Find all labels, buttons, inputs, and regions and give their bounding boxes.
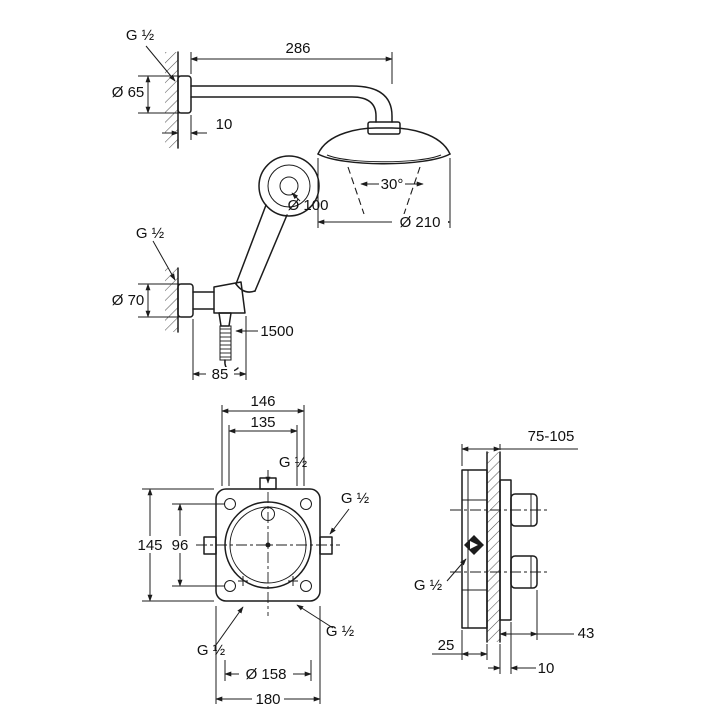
label-flange-depth-10: 10 [216,116,233,133]
dial-center [265,542,271,548]
label-reach-286: 286 [285,40,310,57]
hand-shower-view [165,155,320,372]
port-right [319,536,333,555]
label-bracket-dia-70: Ø 70 [112,292,145,309]
bracket-flange [177,283,194,318]
label-g12-side: G ½ [414,577,443,594]
hand-shower-face-outer [258,155,320,217]
head-shower-view [165,51,451,215]
hose-nut [218,312,232,327]
bottom-port-mark [288,576,298,586]
label-width-146: 146 [250,393,275,410]
label-width-135: 135 [250,414,275,431]
trim-plate [499,479,512,621]
label-depth-75-105: 75-105 [528,428,575,445]
valve-body [461,469,488,629]
label-offset-85: 85 [212,366,229,383]
port-left [203,536,217,555]
hand-shower-face-mid [267,164,311,208]
shower-arm-inner [190,96,377,123]
spray-line-left [347,166,365,215]
label-flange-dia-65: Ø 65 [112,84,145,101]
label-hose-1500: 1500 [260,323,293,340]
label-height-145: 145 [137,537,162,554]
spray-line-right [403,166,421,215]
label-height-96: 96 [172,537,189,554]
label-g12-bracket: G ½ [136,225,165,242]
dimension-labels: G ½ 286 Ø 65 10 30° Ø 100 Ø 210 G ½ Ø 70… [112,27,595,708]
label-head-dia-210: Ø 210 [400,214,441,231]
mixer-side-dimensions [432,444,578,674]
arm-flange [177,75,192,114]
label-g12-front-br: G ½ [326,623,355,640]
wall-hatch-top [165,52,178,148]
bracket-holder [213,281,246,314]
shower-arm-outer [190,85,393,123]
label-g12-arm: G ½ [126,27,155,44]
label-body-25: 25 [438,637,455,654]
corner-screw [300,498,312,510]
label-width-180: 180 [255,691,280,708]
hand-shower-handle-left [235,204,267,285]
corner-screw [224,580,236,592]
wall-hatch-side [487,452,500,642]
label-hand-dia-100: Ø 100 [288,197,329,214]
hand-shower-handle-right [254,214,288,292]
mixer-front-dimensions [142,405,350,704]
mixer-front-view [196,477,340,616]
label-spray-angle-30: 30° [381,176,404,193]
wall-hatch-bracket [165,268,178,332]
flow-arrow-icon [470,541,478,549]
label-g12-front-top: G ½ [279,454,308,471]
hand-shower-dimensions [138,192,301,380]
label-g12-front-bl: G ½ [197,642,226,659]
corner-screw [224,498,236,510]
shower-head-face [317,153,451,165]
hand-shower-handle-end [235,283,256,293]
label-masks [135,214,448,706]
shower-hose [219,325,232,361]
label-g12-front-right: G ½ [341,490,370,507]
corner-screw [300,580,312,592]
hand-shower-face-inner [279,176,299,196]
label-knob-43: 43 [578,625,595,642]
shower-head-rim [326,154,442,163]
mixer-side-view [450,451,550,643]
label-dia-158: Ø 158 [246,666,287,683]
shower-head-dome [317,127,451,155]
bottom-port-mark [238,576,248,586]
label-trim-10: 10 [538,660,555,677]
